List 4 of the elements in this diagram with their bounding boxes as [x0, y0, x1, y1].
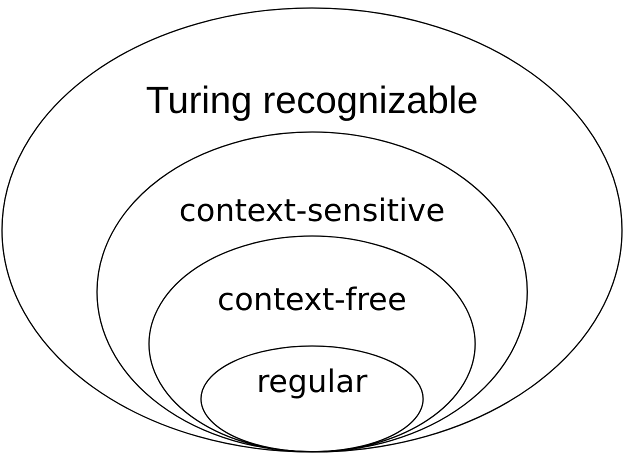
set-label: Turing recognizable [146, 80, 478, 123]
set-label: context-free [217, 282, 407, 318]
set-label: context-sensitive [179, 193, 445, 230]
set-label: regular [256, 364, 368, 400]
